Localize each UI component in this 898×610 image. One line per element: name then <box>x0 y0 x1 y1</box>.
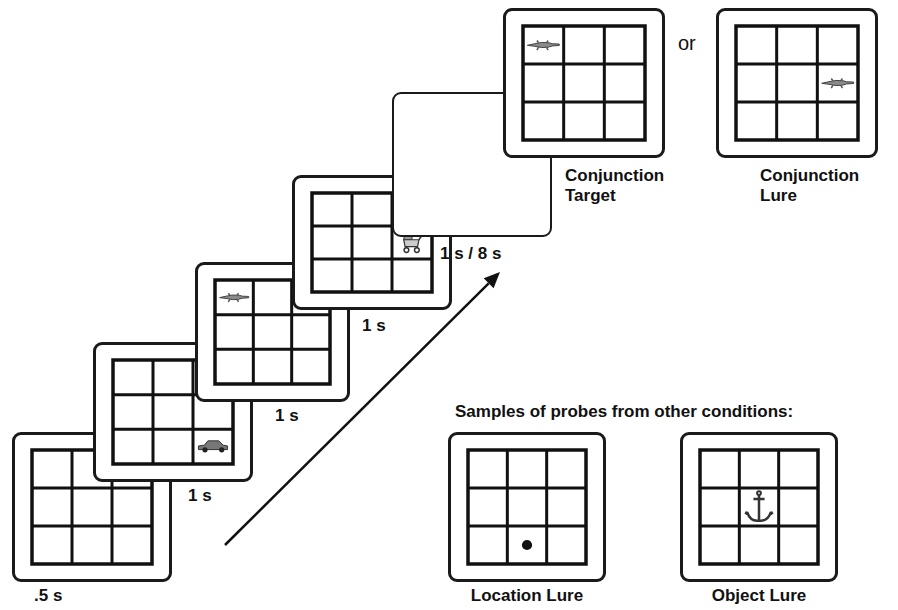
grid-line <box>736 63 858 66</box>
duration-label: 1 s <box>188 486 212 506</box>
grid-illustration <box>683 435 835 579</box>
grid-line <box>545 450 548 564</box>
grid-line <box>215 348 330 351</box>
grid-line <box>113 428 233 431</box>
grid-line <box>32 525 152 528</box>
duration-label: 1 s / 8 s <box>440 244 501 264</box>
time-arrow-head <box>484 272 500 288</box>
grid-line <box>736 101 858 104</box>
probe-label: Conjunction Lure <box>760 166 885 206</box>
grid-line <box>32 487 152 490</box>
grid-line <box>700 487 818 490</box>
car-wheel <box>202 447 207 452</box>
alligator-body <box>220 295 249 300</box>
anchor-symbol <box>745 495 772 521</box>
grid-line <box>252 280 255 384</box>
probe-label: Location Lure <box>448 586 606 606</box>
stimulus-frame: Location Lure <box>448 432 606 582</box>
grid-outline <box>700 450 818 564</box>
grid-line <box>523 63 645 66</box>
section-heading: Samples of probes from other conditions: <box>455 402 793 422</box>
grid-line <box>775 26 778 140</box>
stimulus-frame: Conjunction Lure <box>716 8 878 158</box>
grid-line <box>523 101 645 104</box>
grid-illustration <box>451 435 603 579</box>
probe-label: Conjunction Target <box>565 166 690 206</box>
car-wheel <box>219 447 224 452</box>
grid-illustration <box>719 11 875 155</box>
duration-label: 1 s <box>275 406 299 426</box>
grid-line <box>777 450 780 564</box>
grid-line <box>738 450 741 564</box>
duration-label: 1 s <box>362 316 386 336</box>
stroller-wheel <box>414 248 419 253</box>
grid-line <box>215 313 330 316</box>
grid-line <box>816 26 819 140</box>
stimulus-frame: Conjunction Target <box>503 8 665 158</box>
grid-line <box>562 26 565 140</box>
grid-line <box>468 525 586 528</box>
anchor-ring <box>757 491 761 495</box>
duration-label: .5 s <box>34 586 62 606</box>
alligator-legs <box>537 41 548 51</box>
grid-line <box>312 258 432 261</box>
grid-outline <box>468 450 586 564</box>
grid-line <box>506 450 509 564</box>
probe-label: Object Lure <box>680 586 838 606</box>
grid-outline <box>523 26 645 140</box>
stimulus-frame: Object Lure <box>680 432 838 582</box>
grid-line <box>152 360 155 464</box>
grid-line <box>700 525 818 528</box>
grid-outline <box>736 26 858 140</box>
grid-illustration <box>506 11 662 155</box>
alligator-legs <box>228 293 238 302</box>
stroller-wheel <box>404 248 409 253</box>
connective-word: or <box>678 32 696 55</box>
alligator-legs <box>831 79 842 89</box>
grid-line <box>71 450 74 564</box>
stroller-basket <box>404 240 419 247</box>
grid-line <box>351 193 354 292</box>
alligator-body <box>527 42 559 47</box>
grid-line <box>603 26 606 140</box>
grid-line <box>468 487 586 490</box>
location-dot <box>522 540 532 550</box>
alligator-body <box>822 80 854 85</box>
